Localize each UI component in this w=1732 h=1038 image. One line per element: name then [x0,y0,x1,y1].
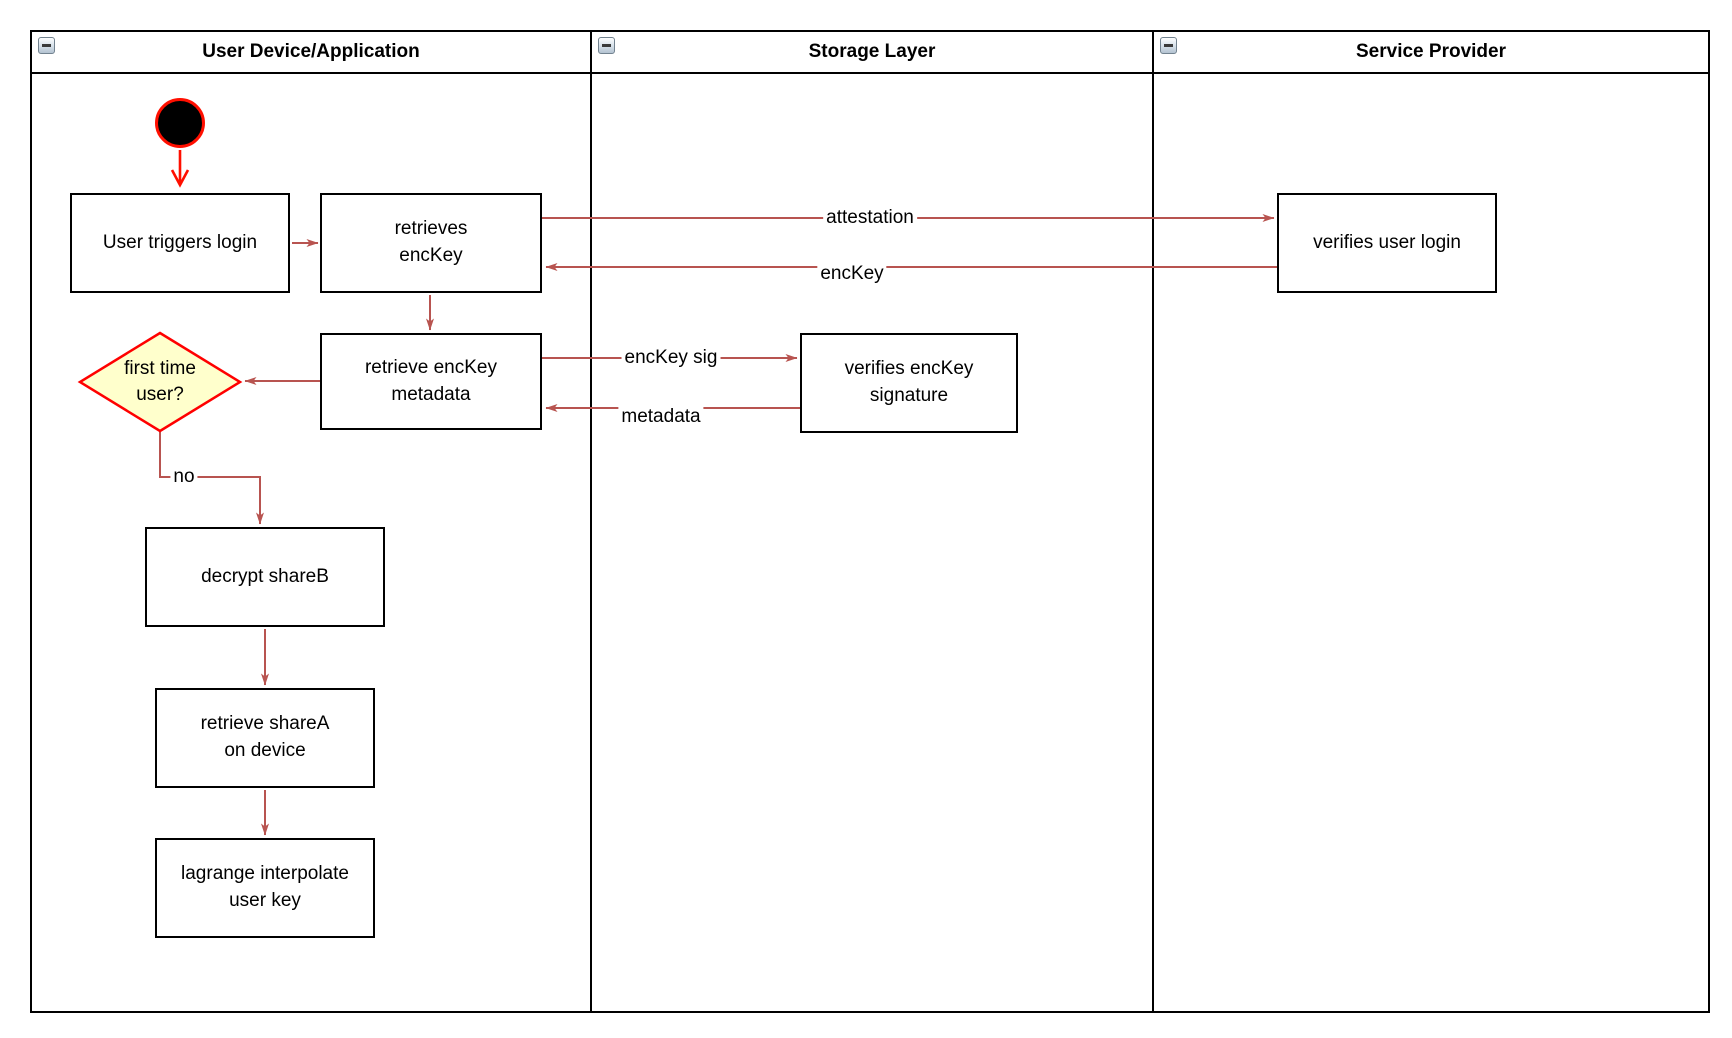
initial-node[interactable] [155,98,205,148]
node-user-triggers-login[interactable]: User triggers login [70,193,290,293]
minus-icon [42,44,51,47]
lane-storage-layer: Storage Layer [590,32,1152,1011]
lane-header-storage-layer[interactable]: Storage Layer [592,32,1152,74]
collapse-minus-icon[interactable] [38,37,55,54]
minus-icon [602,44,611,47]
lane-title-service-provider: Service Provider [1356,41,1506,62]
lane-service-provider: Service Provider [1152,32,1708,1011]
lane-header-user-device[interactable]: User Device/Application [32,32,590,74]
node-decrypt-shareb[interactable]: decrypt shareB [145,527,385,627]
minus-icon [1164,44,1173,47]
lane-title-user-device: User Device/Application [202,41,420,62]
lane-title-storage-layer: Storage Layer [808,41,936,62]
edge-label-enckey[interactable]: encKey [817,263,887,285]
lane-header-service-provider[interactable]: Service Provider [1154,32,1708,74]
node-lagrange-interpolate[interactable]: lagrange interpolate user key [155,838,375,938]
node-retrieves-enckey[interactable]: retrieves encKey [320,193,542,293]
node-verifies-user-login[interactable]: verifies user login [1277,193,1497,293]
node-verifies-enckey-signature[interactable]: verifies encKey signature [800,333,1018,433]
node-retrieve-enckey-metadata[interactable]: retrieve encKey metadata [320,333,542,430]
node-retrieve-sharea[interactable]: retrieve shareA on device [155,688,375,788]
lane-user-device: User Device/Application [32,32,590,1011]
edge-label-attestation[interactable]: attestation [823,207,917,229]
collapse-minus-icon[interactable] [1160,37,1177,54]
decision-label: first time user? [124,358,196,405]
collapse-minus-icon[interactable] [598,37,615,54]
edge-label-metadata[interactable]: metadata [618,406,704,428]
edge-label-no[interactable]: no [170,466,198,488]
edge-label-enckey-sig[interactable]: encKey sig [621,347,721,369]
